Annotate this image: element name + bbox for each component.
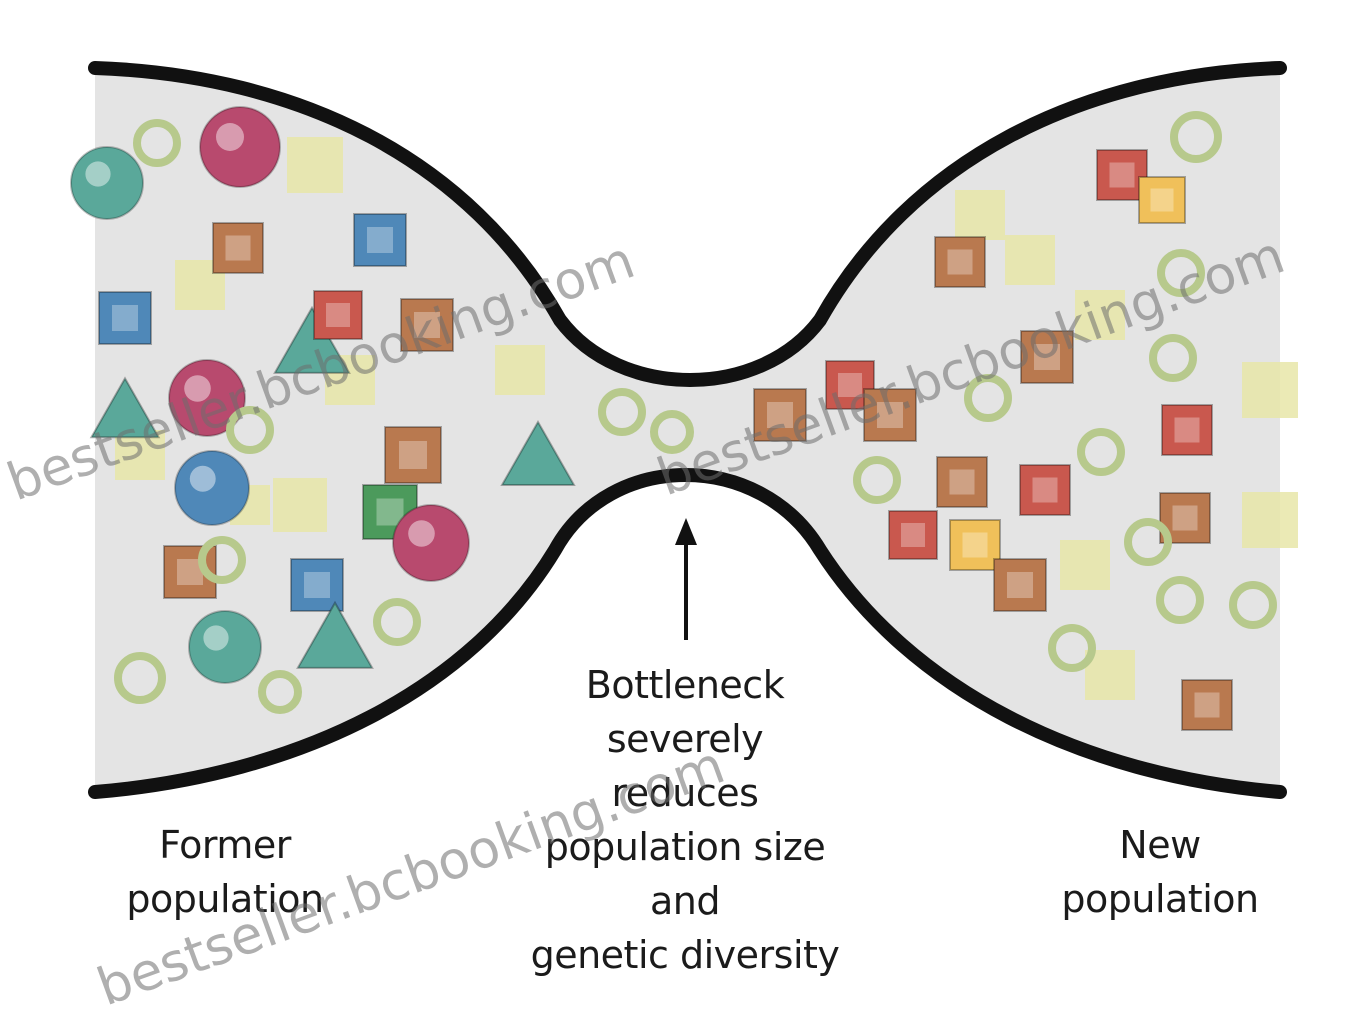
former-population-label: Former population	[110, 818, 340, 926]
organism-highlight	[216, 123, 244, 151]
organism-highlight	[1007, 572, 1033, 598]
former-line-1: Former	[110, 818, 340, 872]
organism-highlight	[414, 312, 440, 338]
organism-highlight	[963, 533, 988, 558]
organism-highlight	[203, 625, 228, 650]
organism-highlight	[1175, 418, 1200, 443]
pale-square-organism	[287, 137, 343, 193]
organism-highlight	[1173, 506, 1198, 531]
organism-highlight	[408, 520, 435, 547]
organism-highlight	[1034, 344, 1060, 370]
circle-organism	[175, 451, 249, 525]
organism-highlight	[877, 402, 903, 428]
organism-highlight	[1195, 693, 1220, 718]
pale-square-organism	[1060, 540, 1110, 590]
bottleneck-line-6: genetic diversity	[500, 928, 870, 982]
organism-highlight	[226, 236, 251, 261]
pale-square-organism	[955, 190, 1005, 240]
organism-highlight	[1033, 478, 1058, 503]
organism-highlight	[901, 523, 925, 547]
pale-square-organism	[1005, 235, 1055, 285]
new-line-2: population	[1040, 872, 1280, 926]
organism-highlight	[838, 373, 862, 397]
new-population-label: New population	[1040, 818, 1280, 926]
organism-highlight	[190, 466, 216, 492]
circle-organism	[393, 505, 469, 581]
organism-highlight	[326, 303, 350, 327]
bottleneck-line-4: population size	[500, 820, 870, 874]
former-line-2: population	[110, 872, 340, 926]
bottleneck-caption: Bottleneck severely reduces population s…	[500, 658, 870, 982]
pale-square-organism	[1242, 492, 1298, 548]
organism-highlight	[184, 375, 211, 402]
bottleneck-arrow	[675, 518, 697, 640]
circle-organism	[200, 107, 280, 187]
organism-highlight	[948, 250, 973, 275]
circle-organism	[189, 611, 261, 683]
bottleneck-line-5: and	[500, 874, 870, 928]
bottleneck-diagram: Former population Bottleneck severely re…	[0, 0, 1345, 997]
organism-highlight	[767, 402, 793, 428]
bottleneck-line-3: reduces	[500, 766, 870, 820]
organism-highlight	[112, 305, 138, 331]
organism-highlight	[304, 572, 330, 598]
pale-square-organism	[273, 478, 327, 532]
pale-square-organism	[1075, 290, 1125, 340]
bottleneck-line-1: Bottleneck	[500, 658, 870, 712]
pale-square-organism	[1242, 362, 1298, 418]
organism-highlight	[1110, 163, 1135, 188]
new-line-1: New	[1040, 818, 1280, 872]
organism-highlight	[399, 441, 427, 469]
organism-highlight	[367, 227, 393, 253]
bottleneck-line-2: severely	[500, 712, 870, 766]
circle-organism	[71, 147, 143, 219]
organism-highlight	[950, 470, 975, 495]
pale-square-organism	[495, 345, 545, 395]
organism-highlight	[1151, 189, 1174, 212]
organism-highlight	[85, 161, 110, 186]
